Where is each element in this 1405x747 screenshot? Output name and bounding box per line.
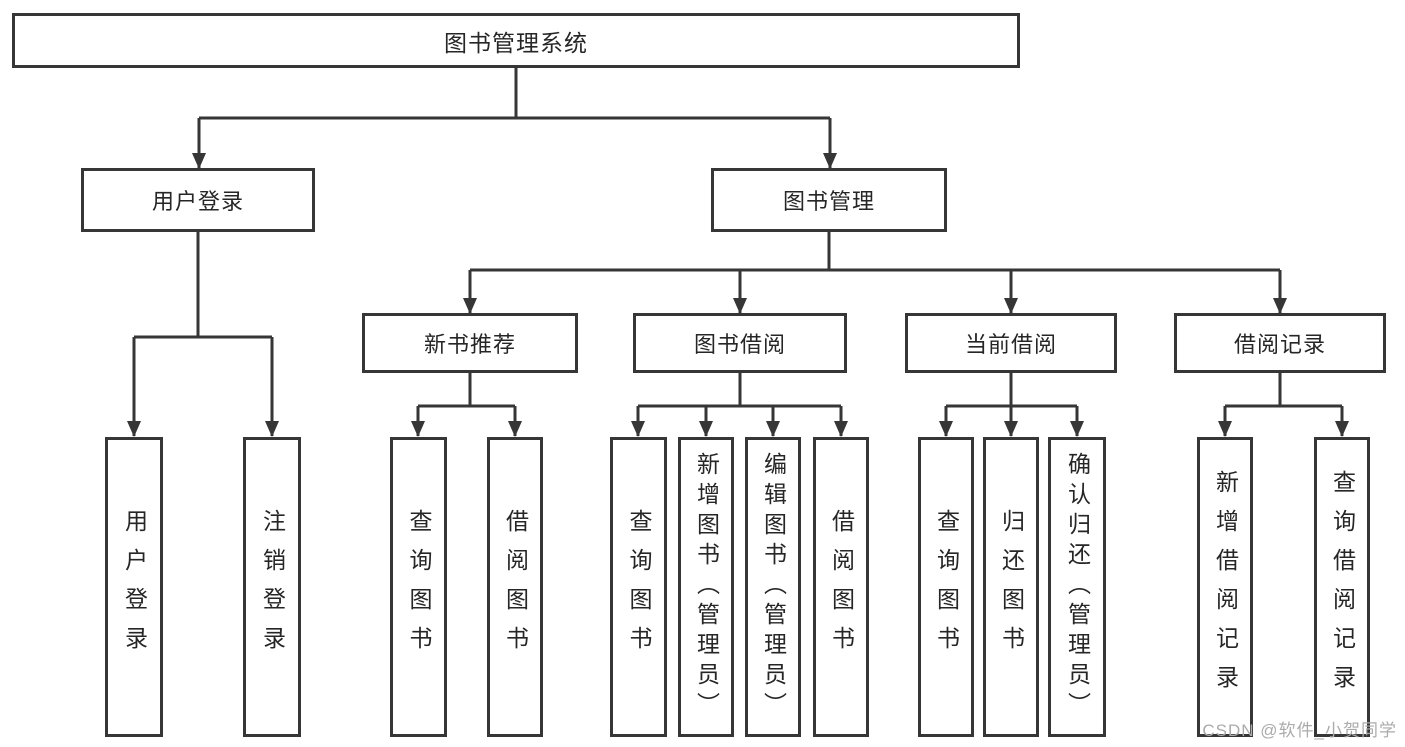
leaf-label: 查询图书: [626, 509, 652, 665]
leaf-edit-books-admin: 编辑图书（管理员）: [745, 437, 801, 737]
node-user-login: 用户登录: [81, 168, 315, 232]
leaf-query-books: 查询图书: [918, 437, 974, 737]
leaf-confirm-return-admin: 确认归还（管理员）: [1048, 437, 1106, 737]
leaf-label: 新增图书（管理员）: [693, 452, 720, 722]
leaf-return-books: 归还图书: [983, 437, 1039, 737]
node-label: 图书管理: [782, 189, 875, 214]
leaf-user-login: 用户登录: [105, 437, 163, 737]
node-label: 用户登录: [151, 189, 244, 214]
node-book-management: 图书管理: [711, 168, 947, 232]
leaf-query-books: 查询图书: [390, 437, 447, 737]
leaf-label: 查询图书: [406, 509, 432, 665]
leaf-label: 用户登录: [121, 509, 148, 665]
leaf-query-books: 查询图书: [610, 437, 667, 737]
leaf-add-borrow-record: 新增借阅记录: [1197, 437, 1253, 737]
watermark: CSDN @软件_小贺同学: [1202, 721, 1397, 740]
node-label: 当前借阅: [964, 332, 1057, 357]
leaf-add-books-admin: 新增图书（管理员）: [678, 437, 734, 737]
leaf-borrow-books: 借阅图书: [813, 437, 869, 737]
node-borrow-records: 借阅记录: [1174, 313, 1386, 373]
node-root-system: 图书管理系统: [12, 13, 1020, 68]
node-label: 图书管理系统: [444, 29, 588, 56]
leaf-label: 新增借阅记录: [1212, 470, 1239, 704]
leaf-label: 确认归还（管理员）: [1064, 452, 1091, 722]
leaf-label: 借阅图书: [502, 509, 529, 665]
leaf-label: 借阅图书: [828, 509, 855, 665]
arrow-connectors: [127, 118, 1349, 437]
node-book-borrow: 图书借阅: [633, 313, 847, 373]
node-label: 借阅记录: [1233, 332, 1326, 357]
leaf-logout: 注销登录: [243, 437, 301, 737]
node-current-borrow: 当前借阅: [905, 313, 1117, 373]
leaf-label: 归还图书: [998, 509, 1025, 665]
leaf-label: 查询图书: [933, 509, 960, 665]
leaf-borrow-books: 借阅图书: [487, 437, 543, 737]
leaf-query-borrow-record: 查询借阅记录: [1314, 437, 1370, 737]
node-label: 新书推荐: [423, 332, 516, 357]
leaf-label: 编辑图书（管理员）: [760, 452, 787, 722]
leaf-label: 注销登录: [259, 509, 286, 665]
leaf-label: 查询借阅记录: [1329, 470, 1356, 704]
node-new-book-recommend: 新书推荐: [362, 313, 578, 373]
node-label: 图书借阅: [693, 332, 786, 357]
